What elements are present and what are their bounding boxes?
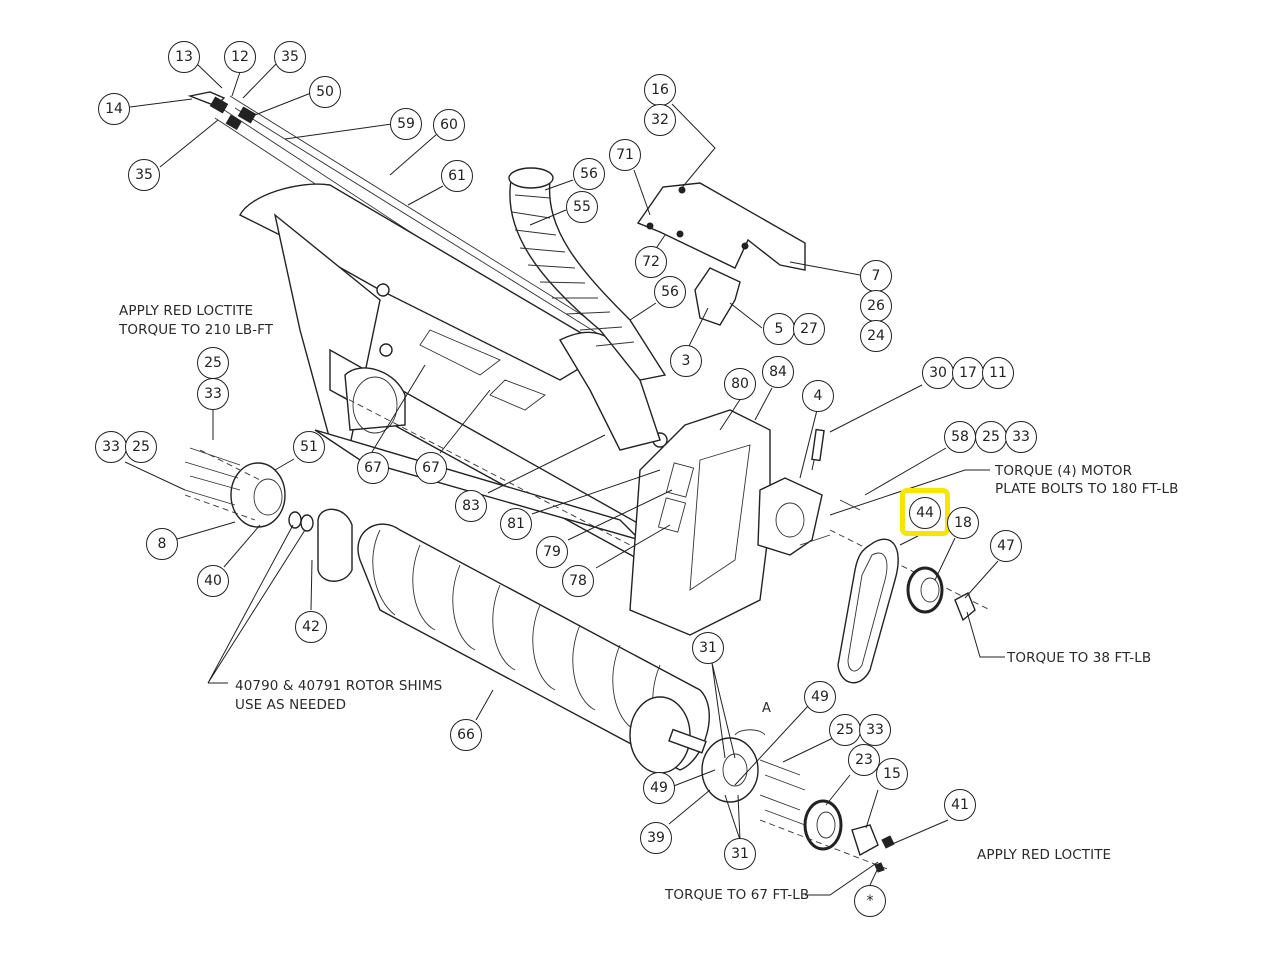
- callout-67: 67: [357, 452, 389, 484]
- callout-3: 3: [670, 345, 702, 377]
- callout-58: 58: [944, 421, 976, 453]
- callout-49: 49: [643, 772, 675, 804]
- leader-lines: [124, 63, 1005, 896]
- callout-25: 25: [829, 714, 861, 746]
- belt-housing: [629, 409, 771, 636]
- callout-42: 42: [295, 611, 327, 643]
- callout-8: 8: [146, 528, 178, 560]
- callout-23: 23: [848, 744, 880, 776]
- callout-61: 61: [441, 160, 473, 192]
- note-shims-line1: 40790 & 40791 ROTOR SHIMS: [235, 678, 443, 694]
- belt-pulley-group: [837, 538, 976, 684]
- callout-25: 25: [197, 347, 229, 379]
- note-motor-plate-line1: TORQUE (4) MOTOR: [995, 463, 1133, 479]
- callout-31: 31: [692, 632, 724, 664]
- callout-41: 41: [944, 789, 976, 821]
- callout-59: 59: [390, 108, 422, 140]
- highlight-box: [900, 488, 950, 536]
- callout-24: 24: [860, 320, 892, 352]
- callout-55: 55: [566, 191, 598, 223]
- callout-83: 83: [455, 490, 487, 522]
- callout-44: 44: [909, 497, 941, 529]
- callout-78: 78: [562, 565, 594, 597]
- callout-50: 50: [309, 76, 341, 108]
- callout-67: 67: [415, 452, 447, 484]
- callout-80: 80: [724, 368, 756, 400]
- callout-33: 33: [859, 714, 891, 746]
- callout-39: 39: [640, 822, 672, 854]
- note-apply-red-loctite: APPLY RED LOCTITE: [977, 847, 1112, 863]
- right-bearing-group: [701, 729, 895, 873]
- callout-33: 33: [95, 431, 127, 463]
- callout-56: 56: [573, 158, 605, 190]
- detail-a-label: A: [762, 701, 771, 716]
- motor-plate: [757, 428, 991, 611]
- callout-33: 33: [1005, 421, 1037, 453]
- note-torque-38: TORQUE TO 38 FT-LB: [1007, 650, 1152, 666]
- callout-17: 17: [952, 357, 984, 389]
- hydraulic-hoses: [187, 91, 601, 346]
- flex-hose: [508, 167, 667, 381]
- callout-71: 71: [609, 139, 641, 171]
- callout-81: 81: [500, 508, 532, 540]
- callout-60: 60: [433, 109, 465, 141]
- callout-11: 11: [982, 357, 1014, 389]
- callout-49: 49: [804, 681, 836, 713]
- callout-31: 31: [724, 838, 756, 870]
- callout-72: 72: [635, 246, 667, 278]
- callout-84: 84: [762, 356, 794, 388]
- note-motor-plate-line2: PLATE BOLTS TO 180 FT-LB: [995, 481, 1179, 497]
- mulcher-frame: [239, 183, 668, 562]
- callout-47: 47: [990, 530, 1022, 562]
- callout-15: 15: [876, 758, 908, 790]
- note-loctite-210-line2: TORQUE TO 210 LB-FT: [119, 322, 274, 338]
- callout-56: 56: [654, 276, 686, 308]
- note-torque-67: TORQUE TO 67 FT-LB: [665, 887, 810, 903]
- callout-7: 7: [860, 260, 892, 292]
- callout-13: 13: [168, 41, 200, 73]
- callout-26: 26: [860, 290, 892, 322]
- callout-51: 51: [293, 431, 325, 463]
- callout-27: 27: [793, 313, 825, 345]
- callout-32: 32: [644, 104, 676, 136]
- callout-25: 25: [975, 421, 1007, 453]
- callout-35: 35: [128, 159, 160, 191]
- callout-33: 33: [197, 378, 229, 410]
- callout-18: 18: [947, 507, 979, 539]
- callout-14: 14: [98, 93, 130, 125]
- note-loctite-210-line1: APPLY RED LOCTITE: [119, 303, 254, 319]
- callout-12: 12: [224, 41, 256, 73]
- callout-asterisk: *: [854, 885, 886, 917]
- callout-66: 66: [450, 719, 482, 751]
- callout-40: 40: [197, 565, 229, 597]
- callout-35: 35: [274, 41, 306, 73]
- left-bearing-group: [184, 447, 353, 582]
- rotor: [357, 523, 710, 774]
- note-shims-line2: USE AS NEEDED: [235, 697, 347, 713]
- callout-79: 79: [536, 536, 568, 568]
- callout-25: 25: [125, 431, 157, 463]
- callout-30: 30: [922, 357, 954, 389]
- callout-5: 5: [763, 313, 795, 345]
- callout-16: 16: [644, 74, 676, 106]
- callout-4: 4: [802, 380, 834, 412]
